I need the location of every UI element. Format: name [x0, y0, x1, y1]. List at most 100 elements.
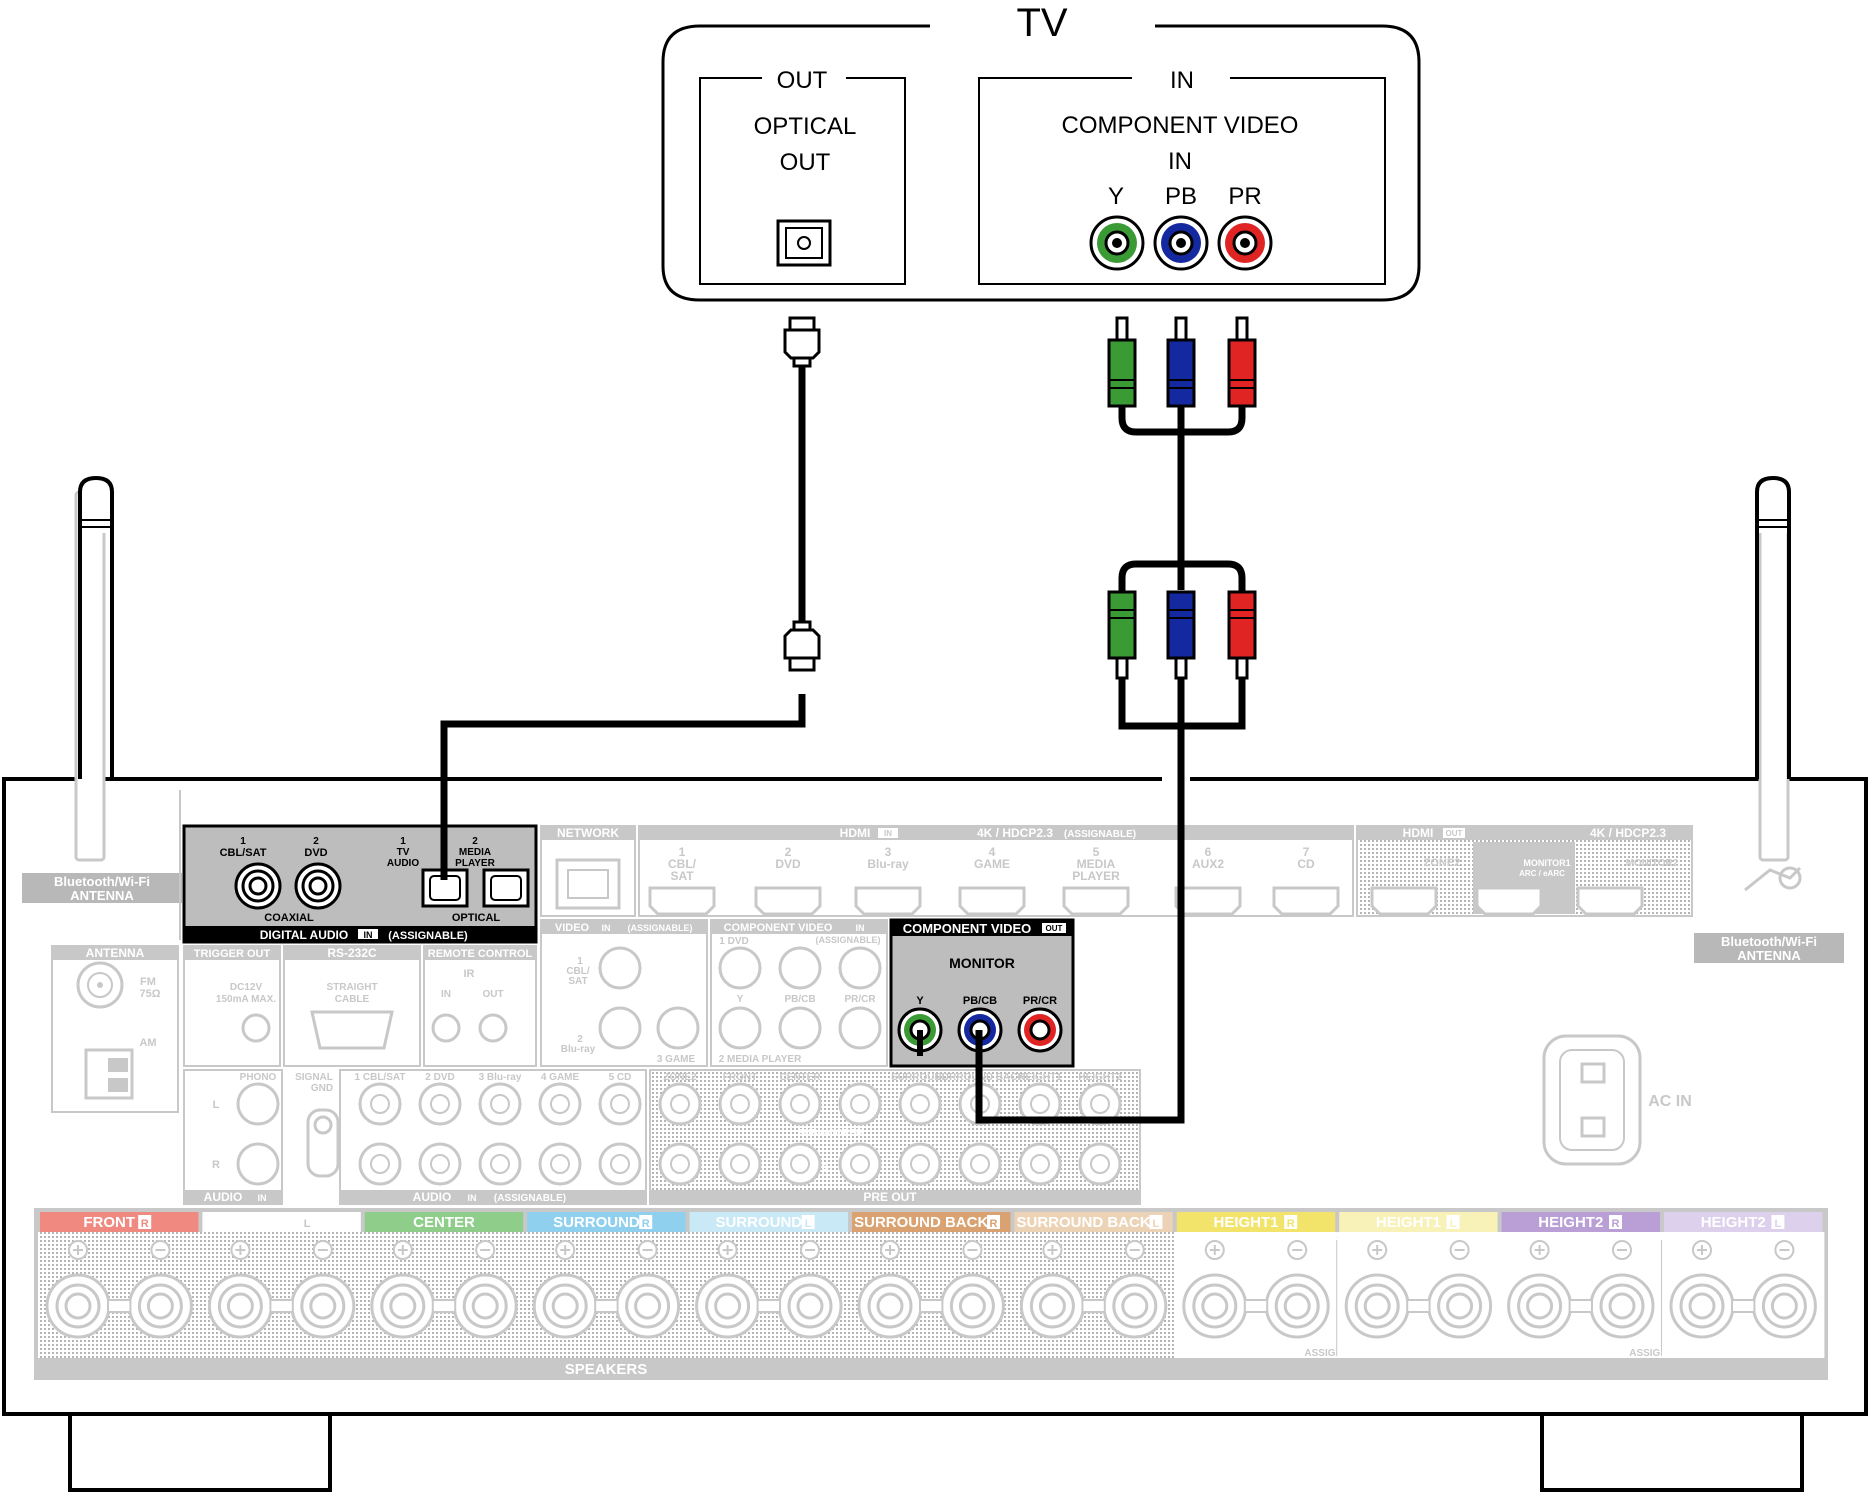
hdmi-in-port-label: 6 [1205, 845, 1212, 859]
speaker-8-plus-terminal[interactable] [1182, 1240, 1248, 1339]
speaker-5-minus-terminal[interactable] [777, 1240, 843, 1339]
speaker-9-minus-terminal[interactable] [1427, 1240, 1493, 1339]
speaker-9-plus-terminal[interactable] [1344, 1240, 1410, 1339]
component-in-1pb-jack[interactable] [778, 946, 822, 990]
speaker-11-plus-terminal[interactable] [1669, 1240, 1735, 1339]
component-in-2y-jack[interactable] [718, 1006, 762, 1050]
speaker-side-box [1609, 1215, 1622, 1229]
network-port[interactable] [555, 858, 621, 910]
hdmi-in-spec: 4K / HDCP2.3 [977, 826, 1053, 840]
hdmi-in-port-7[interactable] [1272, 886, 1340, 916]
pre-out-label: FRONT [723, 1072, 757, 1083]
coax-2-jack[interactable] [294, 862, 342, 910]
video-in-1-jack[interactable] [598, 946, 642, 990]
pb-plug-bottom [1166, 590, 1196, 680]
component-in-1y-jack[interactable] [718, 946, 762, 990]
jack-center [430, 1094, 450, 1114]
fm-ohm: 75Ω [139, 988, 160, 1000]
bt-label-right-2: ANTENNA [1737, 948, 1801, 963]
hdmi-out-monitor1-port[interactable] [1475, 886, 1543, 916]
audio-in-label: 4 GAME [541, 1072, 580, 1083]
remote-in-jack[interactable] [431, 1013, 461, 1043]
trigger-jack[interactable] [241, 1013, 271, 1043]
rs232-label: RS-232C [327, 946, 377, 960]
speaker-10-plus-terminal[interactable] [1507, 1240, 1573, 1339]
rs232-port[interactable] [310, 1010, 394, 1050]
hdmi-out-monitor1-arc: ARC / eARC [1519, 869, 1565, 878]
speaker-channel-name: SURROUND BACK [854, 1214, 988, 1231]
hdmi-in-port-6[interactable] [1174, 886, 1242, 916]
remote-out-jack[interactable] [478, 1013, 508, 1043]
component-in-p2: 2 MEDIA PLAYER [719, 1054, 802, 1065]
jack-center [550, 1154, 570, 1174]
jack-center [790, 1094, 810, 1114]
fm-antenna-jack[interactable] [76, 961, 124, 1009]
sub-num: 1 [823, 1162, 829, 1173]
hdmi-in-port-3[interactable] [854, 886, 922, 916]
component-in-2pr-jack[interactable] [838, 1006, 882, 1050]
tv-y-jack[interactable] [1089, 215, 1145, 271]
hdmi-in-port-label: 3 [885, 845, 892, 859]
speaker-7-plus-terminal[interactable] [1019, 1240, 1085, 1339]
speaker-2-plus-terminal[interactable] [207, 1240, 273, 1339]
remote-out: OUT [482, 989, 503, 1000]
speaker-channel-name: SURROUND [553, 1214, 640, 1231]
video-in-2-jack[interactable] [598, 1006, 642, 1050]
speaker-2-minus-terminal[interactable] [290, 1240, 356, 1339]
speaker-6-minus-terminal[interactable] [939, 1240, 1005, 1339]
network-label: NETWORK [557, 826, 619, 840]
hdmi-in-port-1[interactable] [648, 886, 716, 916]
component-out-out: OUT [1046, 924, 1063, 933]
component-in-p1: 1 DVD [719, 936, 748, 947]
tv-out-group: OUT OPTICAL OUT [699, 67, 906, 285]
opt2-name-2: PLAYER [455, 858, 495, 869]
optical-2-port[interactable] [482, 868, 530, 908]
coax-1-jack[interactable] [234, 862, 282, 910]
hdmi-in-port-5[interactable] [1062, 886, 1130, 916]
hdmi-in-port-label: 1 [679, 845, 686, 859]
hdmi-in-port-label: SAT [670, 869, 694, 883]
speaker-5-plus-terminal[interactable] [695, 1240, 761, 1339]
speaker-1-plus-terminal[interactable] [45, 1240, 111, 1339]
receiver-body [2, 777, 1868, 1492]
signal-gnd-terminal[interactable] [306, 1108, 340, 1178]
am-antenna-terminal[interactable] [84, 1048, 134, 1100]
hdmi-in-port-label: MEDIA [1077, 857, 1116, 871]
component-out-pr-jack[interactable] [1017, 1007, 1063, 1053]
ac-in-socket[interactable] [1542, 1034, 1642, 1166]
hdmi-out-out: OUT [1446, 829, 1463, 838]
hdmi-out-zone2-port[interactable] [1370, 886, 1438, 916]
video-in-3-jack[interactable] [656, 1006, 700, 1050]
speaker-4-minus-terminal[interactable] [615, 1240, 681, 1339]
speaker-side: L [1775, 1218, 1782, 1230]
speaker-channel-name: SURROUND BACK [1017, 1214, 1151, 1231]
hdmi-in-port-label: DVD [775, 857, 801, 871]
speaker-6-plus-terminal[interactable] [857, 1240, 923, 1339]
speaker-side: R [990, 1218, 998, 1230]
jack-center [850, 1154, 870, 1174]
hdmi-in-port-2[interactable] [754, 886, 822, 916]
antenna-label: ANTENNA [86, 946, 145, 960]
hdmi-in-port-4[interactable] [958, 886, 1026, 916]
phono-l-jack[interactable] [236, 1082, 280, 1126]
tv-optical-out-port[interactable] [776, 219, 832, 267]
sub-num: 2 [843, 1162, 849, 1173]
jack-center [670, 1094, 690, 1114]
network-panel: NETWORK [540, 825, 636, 917]
trigger-spec-1: DC12V [230, 982, 263, 993]
jack-center [910, 1154, 930, 1174]
speaker-11-minus-terminal[interactable] [1751, 1240, 1817, 1339]
coax1-num: 1 [240, 836, 246, 847]
pre-out-label: HEIGHT2 [1078, 1072, 1122, 1083]
speaker-8-minus-terminal[interactable] [1264, 1240, 1330, 1339]
hdmi-out-monitor2-port[interactable] [1576, 886, 1644, 916]
phono-r-jack[interactable] [236, 1142, 280, 1186]
tv-pr-jack[interactable] [1217, 215, 1273, 271]
component-in-1pr-jack[interactable] [838, 946, 882, 990]
phono-audio: AUDIO [204, 1190, 243, 1204]
optical-1-port[interactable] [421, 868, 469, 908]
component-in-2pb-jack[interactable] [778, 1006, 822, 1050]
terminal-bar [1243, 1299, 1269, 1313]
tv-pb-jack[interactable] [1153, 215, 1209, 271]
